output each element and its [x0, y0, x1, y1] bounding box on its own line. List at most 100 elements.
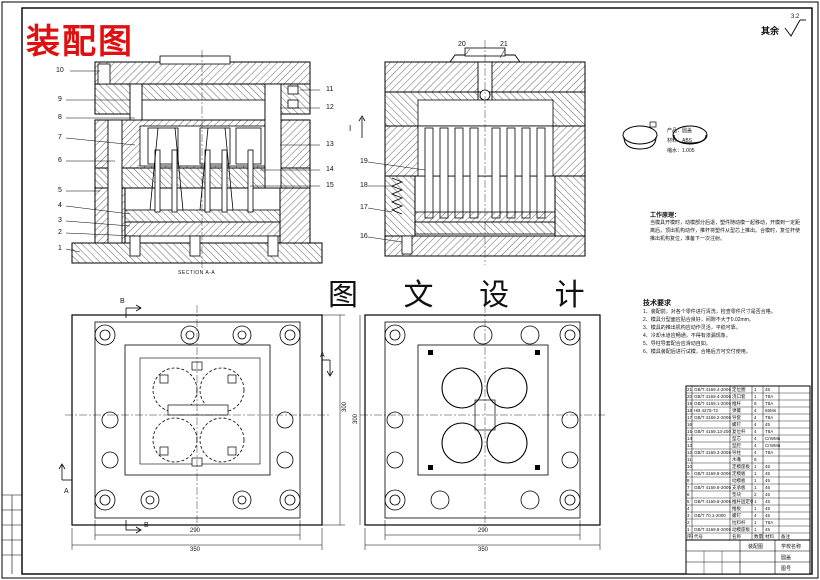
bom-table: [685, 385, 811, 575]
bom-cell-std: GB/T 4169.2-2006: [694, 415, 731, 420]
bom-cell-no: 16: [687, 422, 693, 427]
bom-cell-mat: 45: [765, 485, 771, 490]
product-info-row: 材料：ABS: [667, 137, 695, 144]
section-view-right: [358, 40, 586, 265]
bom-cell-qty: 1: [754, 387, 757, 392]
bom-cell-mat: 45: [765, 499, 771, 504]
bom-cell-no: 9: [687, 471, 690, 476]
dim-290-left: 290: [190, 528, 201, 534]
bom-cell-mat: T8A: [765, 401, 774, 406]
bom-cell-name: 水嘴: [732, 457, 741, 462]
section-marker-a-bottom: A: [64, 488, 69, 495]
bom-cell-mat: 材料: [765, 534, 774, 539]
product-info-row: 产品：圆盖: [667, 127, 695, 134]
bom-cell-std: GB/T 4169.13-2006: [694, 429, 731, 434]
tech-requirement-item: 5、导柱导套配合应滑动自如。: [643, 341, 711, 347]
bom-cell-mat: T8A: [765, 429, 774, 434]
dim-300-right: 300: [353, 413, 359, 424]
bom-cell-name: 定模板: [732, 471, 746, 476]
tech-requirement-item: 3、模具的推出机构应动作灵活，平稳可靠。: [643, 325, 741, 331]
dim-290-right: 290: [478, 528, 489, 534]
bom-cell-qty: 1: [754, 520, 757, 525]
bom-cell-mat: CrWMn: [765, 436, 780, 441]
bom-cell-no: 序号: [687, 534, 693, 539]
section-marker-i: I: [349, 124, 352, 133]
part-number-4: 4: [58, 202, 62, 209]
bom-cell-name: 拉料杆: [732, 520, 746, 525]
bom-cell-std: 代号: [694, 534, 703, 539]
binding-strip: [2, 494, 22, 574]
part-number-10: 10: [56, 67, 64, 74]
part-number-21: 21: [500, 41, 508, 48]
bom-cell-name: 导柱: [732, 450, 741, 455]
tech-requirement-item: 6、模具装配后进行试模，合格后方可交付使用。: [643, 349, 751, 355]
product-info-label: 产品：: [667, 128, 683, 134]
tech-requirements-title: 技术要求: [643, 300, 671, 307]
roughness-label: 其余: [761, 26, 780, 36]
part-number-20: 20: [458, 41, 466, 48]
part-number-1: 1: [58, 245, 62, 252]
bom-cell-mat: T8A: [765, 450, 774, 455]
bom-cell-qty: 1: [754, 464, 757, 469]
dim-300-left: 300: [342, 401, 348, 412]
bom-cell-name: 推杆: [732, 401, 741, 406]
bom-header-row: 序号代号名称数量材料备注: [686, 533, 810, 540]
tech-requirement-item: 4、冷却水道应畅通，不得有渗漏现象。: [643, 333, 731, 339]
bom-cell-mat: 45: [765, 513, 771, 518]
bom-cell-no: 4: [687, 506, 690, 511]
bom-cell-mat: 45: [765, 464, 771, 469]
bom-cell-no: 17: [687, 415, 693, 420]
part-number-6: 6: [58, 157, 62, 164]
bom-cell-mat: 45: [765, 478, 771, 483]
bom-cell-mat: 45: [765, 492, 771, 497]
part-number-11: 11: [326, 86, 334, 93]
bom-cell-mat: T8A: [765, 394, 774, 399]
product-info-value: ABS: [682, 138, 693, 144]
bom-cell-std: GB/T 4169.8-2006: [694, 485, 731, 490]
bom-cell-no: 1: [687, 527, 690, 532]
section-marker-b-top: B: [120, 298, 125, 305]
bom-cell-qty: 1: [754, 478, 757, 483]
bom-cell-no: 6: [687, 492, 690, 497]
bom-cell-mat: CrWMn: [765, 443, 780, 448]
bom-cell-note: 备注: [781, 534, 790, 539]
bom-cell-no: 18: [687, 408, 693, 413]
title-block-product: 圆盖: [781, 555, 792, 561]
bom-cell-no: 10: [687, 464, 693, 469]
bom-cell-mat: T8A: [765, 415, 774, 420]
work-principle-text: 当模具开模时，动模部分后退，塑件随动模一起移动，开模到一定距离后，顶出机构动作，…: [650, 220, 801, 242]
section-marker-b-bottom: B: [144, 522, 149, 529]
bom-cell-name: 动模板: [732, 478, 746, 483]
bom-cell-qty: 4: [754, 422, 757, 427]
bom-cell-qty: 8: [754, 457, 757, 462]
bom-cell-name: 垫块: [732, 492, 741, 497]
bom-cell-std: GB/T 4169.1-2006: [694, 401, 731, 406]
title-block-name: 装配图: [748, 544, 764, 550]
bom-cell-qty: 4: [754, 450, 757, 455]
bom-cell-name: 定位圈: [732, 387, 746, 392]
bom-cell-no: 8: [687, 478, 690, 483]
inner-border: [21, 7, 813, 575]
part-number-5: 5: [58, 187, 62, 194]
part-number-18: 18: [360, 182, 368, 189]
bom-cell-std: GB/T 4169.4-2006: [694, 394, 731, 399]
bom-cell-name: 浇口套: [732, 394, 746, 399]
bom-cell-mat: 45: [765, 527, 771, 532]
section-label: SECTION A-A: [178, 270, 216, 276]
bom-cell-std: GB/T 4169.8-2006: [694, 471, 731, 476]
part-number-16: 16: [360, 233, 368, 240]
